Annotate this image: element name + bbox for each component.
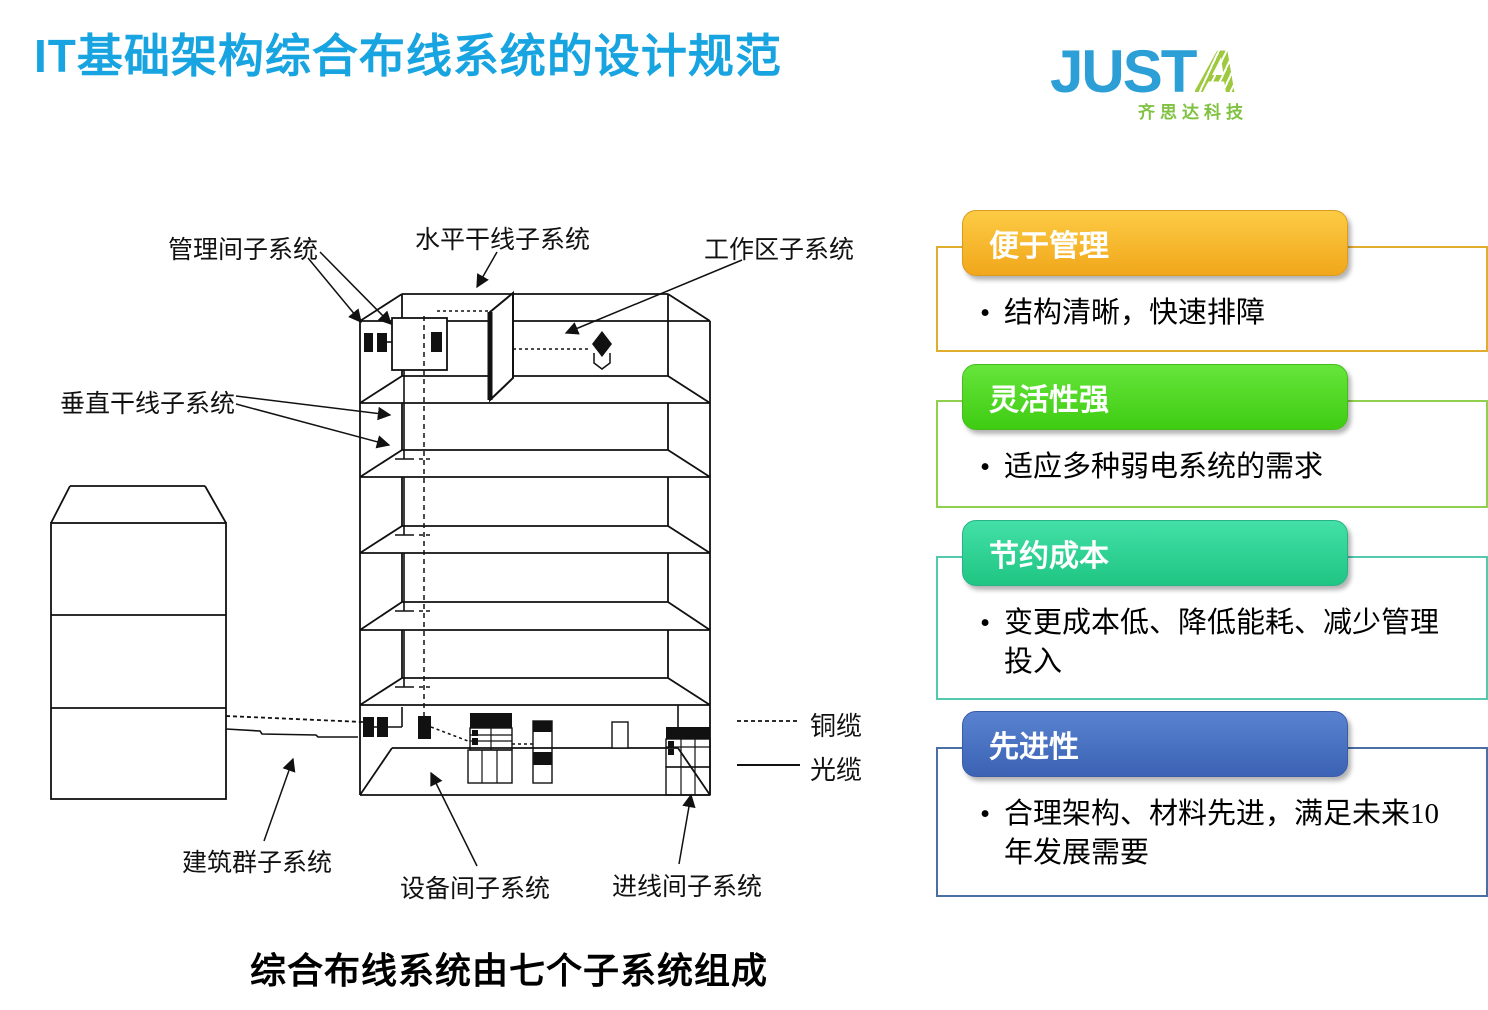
label-work-area-subsystem: 工作区子系统: [704, 236, 855, 264]
campus-building: [50, 485, 227, 800]
panel-cost-saving: 节约成本 • 变更成本低、降低能耗、减少管理投入: [936, 520, 1488, 700]
copper-cable-run: [225, 715, 364, 723]
vertical-riser: [395, 316, 432, 716]
panel-flexibility: 灵活性强 • 适应多种弱电系统的需求: [936, 364, 1488, 508]
bullet-icon: •: [980, 297, 991, 329]
bullet-text: 合理架构、材料先进，满足未来10年发展需要: [1004, 798, 1440, 869]
bullet-icon: •: [980, 798, 991, 830]
fiber-cable-run: [225, 728, 358, 738]
work-area-outlet-diamond: [592, 331, 612, 357]
panel-advancement-bullets: • 合理架构、材料先进，满足未来10年发展需要: [980, 795, 1450, 872]
panel-advancement-header: 先进性: [962, 711, 1348, 777]
panel-advancement: 先进性 • 合理架构、材料先进，满足未来10年发展需要: [936, 711, 1488, 897]
main-building: [359, 293, 711, 796]
callout-arrows: [235, 251, 743, 867]
label-entrance-subsystem: 进线间子系统: [612, 873, 763, 901]
ground-floor-equipment: [225, 705, 711, 796]
label-horizontal-subsystem: 水平干线子系统: [415, 226, 591, 254]
legend-lines: [737, 720, 800, 766]
bullet-icon: •: [980, 607, 991, 639]
panel-cost-saving-header: 节约成本: [962, 520, 1348, 586]
bullet-icon: •: [980, 451, 991, 483]
logo-subtitle: 齐思达科技: [1138, 103, 1248, 122]
panel-easy-management-bullets: • 结构清晰，快速排障: [980, 294, 1450, 333]
label-equipment-subsystem: 设备间子系统: [400, 875, 551, 903]
panel-easy-management: 便于管理 • 结构清晰，快速排障: [936, 210, 1488, 352]
legend-copper-label: 铜缆: [810, 711, 863, 741]
label-management-subsystem: 管理间子系统: [168, 236, 319, 264]
panel-flexibility-header: 灵活性强: [962, 364, 1348, 430]
logo-wordmark: JUSTA: [1050, 38, 1239, 105]
diagram-caption: 综合布线系统由七个子系统组成: [250, 950, 769, 991]
bullet-text: 适应多种弱电系统的需求: [1004, 451, 1324, 483]
label-vertical-subsystem: 垂直干线子系统: [60, 390, 236, 418]
panel-cost-saving-bullets: • 变更成本低、降低能耗、减少管理投入: [980, 604, 1450, 681]
bullet-text: 结构清晰，快速排障: [1004, 297, 1266, 329]
page-title: IT基础架构综合布线系统的设计规范: [34, 30, 782, 82]
label-campus-subsystem: 建筑群子系统: [182, 849, 333, 877]
legend-fiber-label: 光缆: [810, 755, 863, 785]
top-floor-detail: [364, 290, 612, 403]
panel-flexibility-bullets: • 适应多种弱电系统的需求: [980, 448, 1450, 487]
company-logo: JUSTA 齐思达科技: [1050, 42, 1310, 123]
panel-easy-management-header: 便于管理: [962, 210, 1348, 276]
bullet-text: 变更成本低、降低能耗、减少管理投入: [1004, 607, 1440, 678]
